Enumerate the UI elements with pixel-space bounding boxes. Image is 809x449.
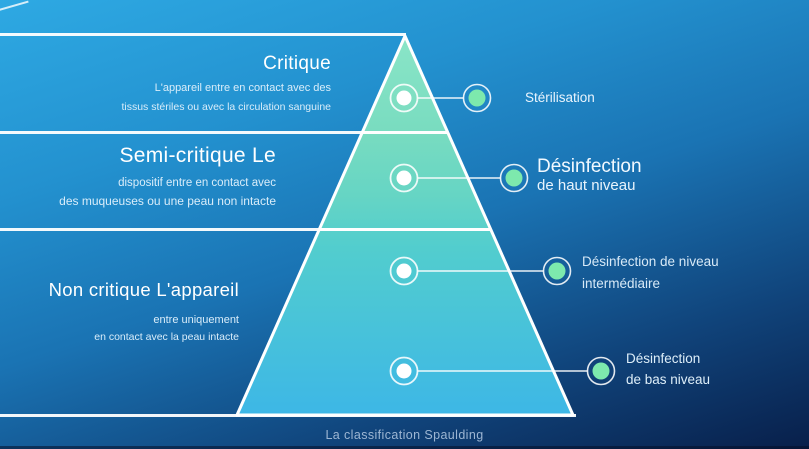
level-description-line: entre uniquement (153, 314, 239, 326)
callout-ring-4 (586, 356, 616, 386)
callout-label-line: Stérilisation (525, 90, 595, 105)
callout-ring-3 (542, 256, 572, 286)
level-heading-critique: Critique (263, 53, 331, 74)
callout-label-desinfection-bas-niveau: Désinfection de bas niveau (626, 348, 710, 390)
callout-label-desinfection-niveau-intermediaire: Désinfection de niveau intermédiaire (582, 251, 719, 295)
pyramid-node-ring-3 (389, 256, 419, 286)
pyramid-node-ring-4 (389, 356, 419, 386)
callout-label-line: intermédiaire (582, 276, 661, 291)
callout-label-line: de bas niveau (626, 372, 711, 387)
level-description-line: des muqueuses ou une peau non intacte (59, 194, 276, 208)
callout-dot-3 (548, 262, 566, 280)
callout-dot-1 (468, 89, 486, 107)
bottom-edge-shadow (0, 446, 809, 449)
pyramid-node-dot-2 (396, 170, 412, 186)
level-heading-non-critique: Non critique L'appareil (48, 279, 239, 300)
level-description-line: en contact avec la peau intacte (94, 331, 239, 343)
band-separator-line-3 (0, 228, 491, 231)
slide-caption: La classification Spaulding (325, 428, 484, 442)
level-block-semi-critique: Semi-critique Le dispositif entre en con… (59, 145, 276, 208)
pyramid-node-dot-4 (396, 363, 412, 379)
callout-label-line: de haut niveau (537, 177, 636, 194)
level-description-line: tissus stériles ou avec la circulation s… (121, 101, 331, 113)
pyramid-node-ring-2 (389, 163, 419, 193)
pyramid-node-ring-1 (389, 83, 419, 113)
callout-label-line: Désinfection (626, 351, 701, 366)
level-block-critique: Critique L'appareil entre en contact ave… (121, 54, 331, 113)
callout-ring-1 (462, 83, 492, 113)
callout-dot-4 (592, 362, 610, 380)
pyramid-node-dot-3 (396, 263, 412, 279)
band-separator-line-2 (0, 131, 448, 134)
band-separator-line-1 (0, 33, 406, 36)
level-description-line: dispositif entre en contact avec (118, 177, 276, 189)
pyramid-node-dot-1 (396, 90, 412, 106)
level-description-line: L'appareil entre en contact avec des (154, 82, 331, 94)
callout-label-line: Désinfection de niveau (582, 254, 719, 269)
callout-dot-2 (505, 169, 523, 187)
callout-label-line: Désinfection (537, 156, 642, 177)
callout-label-sterilisation: Stérilisation (525, 90, 595, 106)
level-block-non-critique: Non critique L'appareil entre uniquement… (49, 280, 239, 343)
callout-ring-2 (499, 163, 529, 193)
level-heading-semi-critique: Semi-critique Le (119, 144, 276, 167)
callout-label-desinfection-haut-niveau: Désinfection de haut niveau (537, 157, 642, 194)
pyramid-shape (235, 34, 575, 417)
